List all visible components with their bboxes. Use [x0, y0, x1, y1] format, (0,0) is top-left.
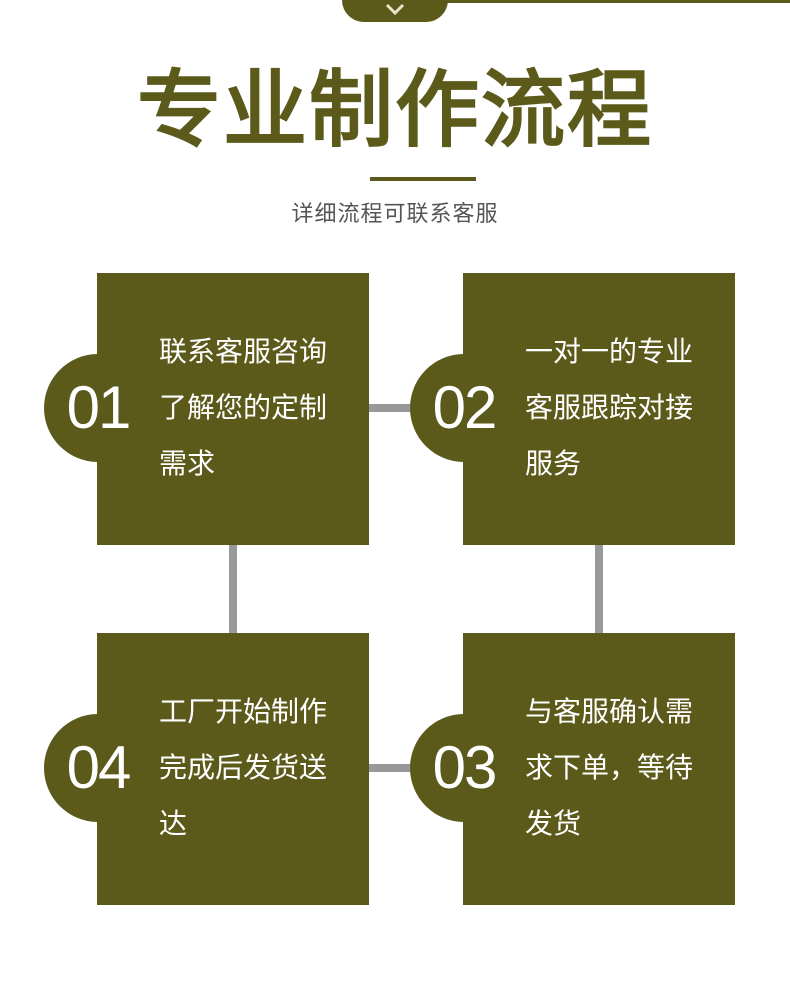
step-text-04: 工厂开始制作 完成后发货送 达	[159, 695, 328, 840]
step-badge-01	[44, 354, 152, 462]
step-text-01: 联系客服咨询 了解您的定制 需求	[159, 335, 328, 480]
step-text-02: 一对一的专业 客服跟踪对接 服务	[525, 335, 694, 480]
step-number-01: 01	[66, 374, 132, 441]
connector-01-04	[229, 544, 237, 634]
step-badge-02	[410, 354, 518, 462]
step-number-02: 02	[432, 374, 498, 441]
step-badge-04	[44, 714, 152, 822]
step-number-04: 04	[66, 734, 132, 801]
page-title: 专业制作流程	[136, 60, 653, 159]
step-number-03: 03	[432, 734, 498, 801]
connector-02-03	[595, 544, 603, 634]
chevron-down-icon	[385, 3, 405, 16]
top-divider-line	[420, 0, 790, 3]
title-underline	[370, 177, 476, 181]
step-text-03: 与客服确认需 求下单，等待 发货	[525, 695, 694, 840]
step-badge-03	[410, 714, 518, 822]
page-subtitle: 详细流程可联系客服	[291, 202, 499, 227]
